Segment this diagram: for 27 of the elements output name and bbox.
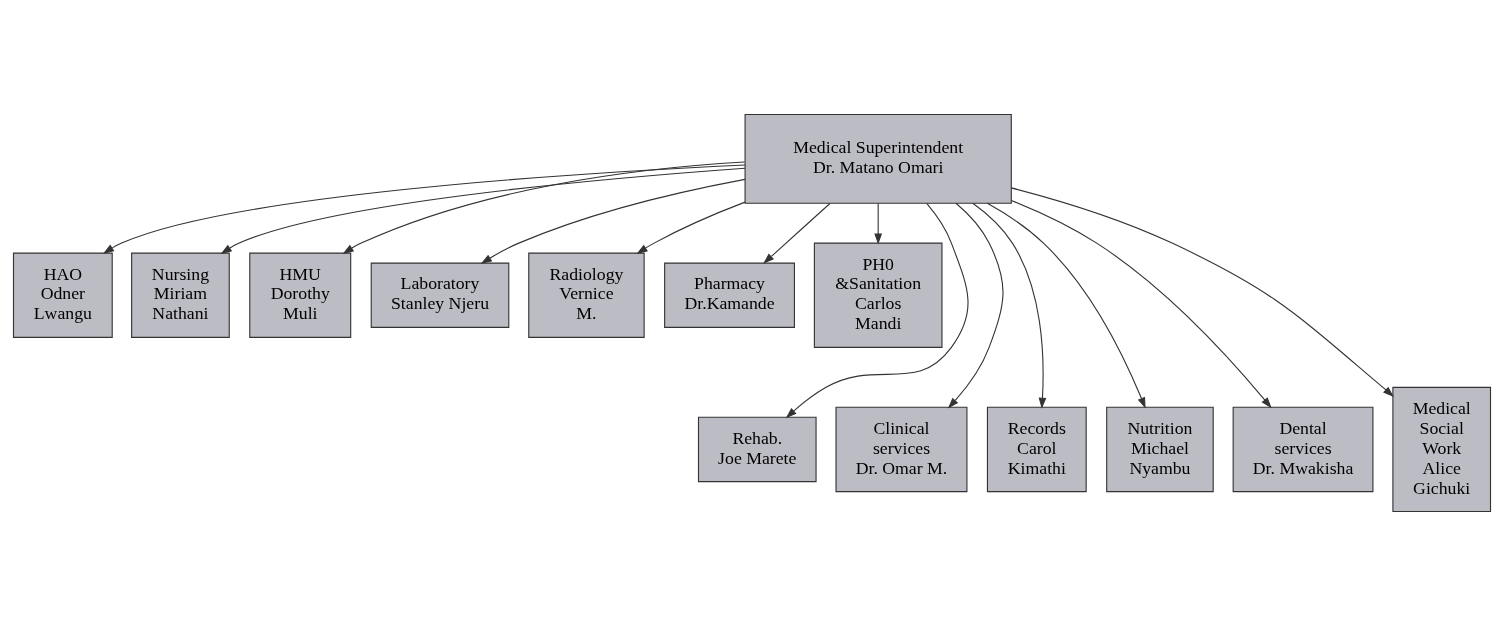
arrow [636,201,746,254]
arrow [763,202,831,264]
arrow [986,202,1146,409]
node-box: Nursing Miriam Nathani [131,252,230,338]
arrow [1010,199,1272,408]
node-box: HMU Dorothy Muli [249,252,352,338]
arrow [785,202,969,418]
node-box: Medical Social Work Alice Gichuki [1392,386,1492,512]
node-box: HAO Odner Lwangu [12,252,113,338]
arrow [342,161,746,254]
node-box: Laboratory Stanley Njeru [370,262,510,328]
arrow [220,167,746,254]
arrow [874,202,883,245]
arrow [1010,186,1394,397]
node-box: Rehab. Joe Marete [697,416,817,482]
arrow [103,164,746,254]
arrow [480,178,746,264]
arrow [972,202,1047,409]
node-box: Nutrition Michael Nyambu [1106,406,1214,492]
node-box: PH0 &Sanitation Carlos Mandi [813,242,943,348]
node-box: Radiology Vernice M. [528,252,645,338]
node-box: Clinical services Dr. Omar M. [835,406,968,492]
arrow [947,202,1004,408]
node-box: Medical Superintendent Dr. Matano Omari [744,113,1012,204]
node-box: Records Carol Kimathi [986,406,1087,492]
node-box: Dental services Dr. Mwakisha [1232,406,1374,492]
node-box: Pharmacy Dr.Kamande [664,262,795,328]
